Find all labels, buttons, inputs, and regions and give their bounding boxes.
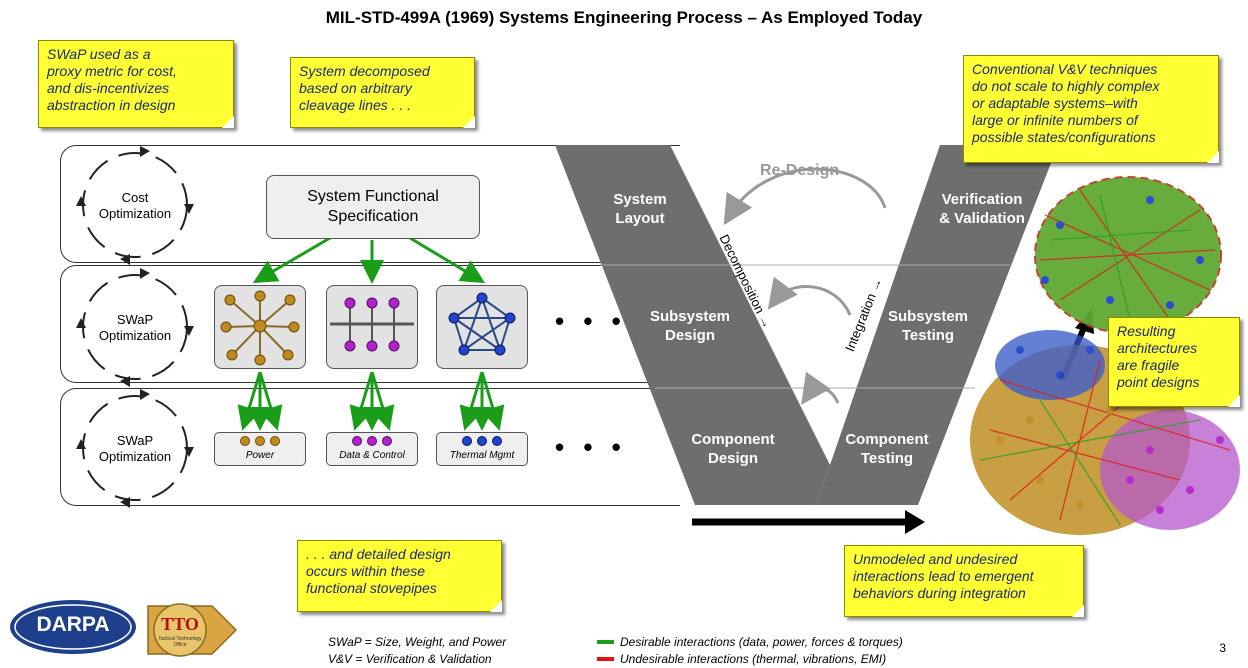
subsystem-testing-label: Subsystem Testing [887,308,969,344]
darpa-logo-text: DARPA [36,613,110,636]
swap-definition: SWaP = Size, Weight, and Power [328,635,507,649]
component-ellipsis: • • • [555,432,627,462]
swap-proxy-note: SWaP used as a proxy metric for cost, an… [38,40,234,128]
component-design-label: Component Design [691,431,775,467]
data-control-component-box: Data & Control [326,432,418,466]
vv-limitations-note: Conventional V&V techniques do not scale… [963,55,1219,163]
darpa-logo [10,600,136,654]
data-control-component-label: Data & Control [339,450,405,461]
power-component-label: Power [245,450,275,461]
swap-optimization-label-subsystem: SWaP Optimization [98,312,172,343]
system-layout-label: System Layout [613,191,667,227]
system-functional-specification: System Functional Specification [266,175,480,239]
stovepipes-note: . . . and detailed design occurs within … [297,540,502,612]
thermal-subsystem-box [436,285,528,369]
power-subsystem-box [214,285,306,369]
v-left-arm [555,145,830,505]
desirable-interactions-legend: Desirable interactions (data, power, for… [620,635,903,649]
decomposition-note: System decomposed based on arbitrary cle… [290,57,475,128]
data-subsystem-box [326,285,418,369]
emergent-behaviors-note: Unmodeled and undesired interactions lea… [844,545,1084,617]
cost-optimization-label: Cost Optimization [98,190,172,221]
power-component-box: Power [214,432,306,466]
tto-logo-text: TTO [161,614,199,634]
tto-logo-subtext: Tactical Technology Office [158,636,202,648]
verification-validation-label: Verification & Validation [939,191,1025,227]
fragile-designs-note: Resulting architectures are fragile poin… [1108,317,1240,407]
swap-optimization-label-component: SWaP Optimization [98,433,172,464]
undesirable-interactions-legend: Undesirable interactions (thermal, vibra… [620,652,887,666]
acronym-legend: SWaP = Size, Weight, and Power V&V = Ver… [328,634,506,668]
subsystem-ellipsis: • • • [555,306,627,336]
subsystem-design-label: Subsystem Design [649,308,731,344]
vv-definition: V&V = Verification & Validation [328,652,492,666]
interaction-legend: Desirable interactions (data, power, for… [620,634,903,668]
redesign-label: Re-Design [760,162,840,179]
thermal-component-label: Thermal Mgmt [449,450,515,461]
page-title: MIL-STD-499A (1969) Systems Engineering … [325,8,923,27]
page-number: 3 [1219,641,1226,655]
tto-logo [147,603,238,657]
thermal-component-box: Thermal Mgmt [436,432,528,466]
v-right-arm [815,145,1058,505]
component-testing-label: Component Testing [845,431,929,467]
